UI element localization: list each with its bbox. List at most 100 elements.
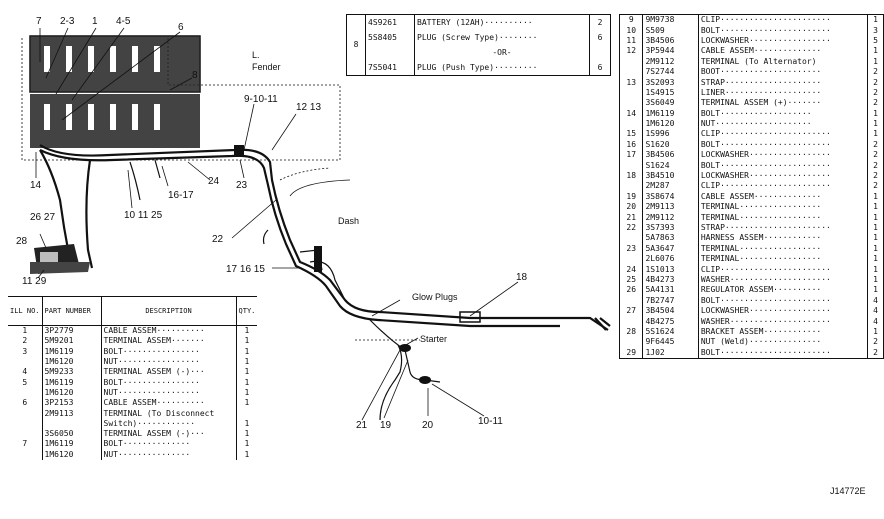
callout-11-29: 11 29 [22,276,47,287]
part-number: 5M9201 [42,336,102,347]
ill-number [8,387,43,399]
ill-number: 21 [619,212,644,223]
callout-8: 8 [192,70,198,81]
ill-number: 15 [619,129,644,140]
part-description: LOCKWASHER················· [700,171,831,181]
ill-number: 9 [619,14,644,26]
ill-number: 12 [619,46,644,57]
part-number: 2M9112 [642,212,699,223]
part-description: PLUG (Push Type)········· [417,62,538,72]
part-qty: 4 [867,305,884,317]
part-description: PLUG (Screw Type)········ [417,32,538,42]
part-number: 2M9113 [42,408,102,419]
part-qty: 1 [867,222,884,234]
part-description: TERMINAL················· [700,212,822,222]
part-description: STRAP······················ [700,223,831,232]
callout-16-17: 16-17 [168,190,194,201]
table-header-row: ILL NO. PART NUMBER DESCRIPTION QTY. [8,296,258,326]
part-number: 3B4510 [642,170,699,182]
ill-number: 22 [619,222,644,234]
callout-7: 7 [36,16,42,27]
table-row: 2L6076 TERMINAL·················1 [619,253,884,265]
part-description: LOCKWASHER················· [700,306,831,316]
part-number: 3S6050 [42,428,102,440]
fender-outline [21,38,341,161]
part-number: 5A7863 [642,233,699,244]
ill-number [8,356,43,368]
table-row: 2M9113 TERMINAL (To Disconnect [8,408,258,419]
part-description: CABLE ASSEM·············· [700,191,822,201]
part-qty: 1 [867,264,884,275]
part-number: 1M6120 [42,387,102,399]
callout-1: 1 [92,16,98,27]
part-description: TERMINAL ASSEM (-)··· [103,429,205,439]
part-description: TERMINAL················· [700,243,822,253]
part-number: 3P5944 [642,46,699,57]
part-number: 1M6119 [42,377,102,388]
part-description: -OR- [492,47,512,57]
part-qty: 1 [235,428,258,440]
part-description: BOOT····················· [700,67,822,77]
part-description: BOLT················ [103,377,200,387]
part-qty: 2 [867,337,884,348]
ill-number [619,66,644,78]
part-number: 1M6120 [42,356,102,368]
part-description: NUT················· [103,387,200,397]
part-description: NUT················· [103,357,200,367]
ill-number [619,56,644,67]
callout-28: 28 [16,236,28,247]
part-qty: 1 [235,336,258,347]
battery-lower [30,94,200,148]
part-number: 9M9738 [642,14,699,26]
part-description: LOCKWASHER················· [700,35,831,45]
part-number: 4S9261 [365,14,415,30]
ill-number: 29 [619,347,644,359]
table-row: 8 4S9261 BATTERY (12AH)·········· 2 [346,14,611,76]
part-qty: 1 [867,118,884,130]
part-qty: 1 [867,326,884,338]
callout-12-13: 12 13 [296,102,321,113]
callout-14: 14 [30,180,42,191]
part-description: BOLT················ [103,346,200,356]
part-description: BATTERY (12AH)·········· [417,17,533,27]
part-number: 3S2093 [642,77,699,88]
part-description: TERMINAL (To Disconnect [103,408,215,418]
part-qty: 1 [867,212,884,223]
part-description: LINER···················· [700,87,822,97]
table-row: 1M6120 NUT····················1 [619,118,884,130]
part-qty: 2 [867,170,884,182]
part-description: NUT··············· [103,449,191,459]
note-glow-plugs: Glow Plugs [412,292,458,302]
ill-number: 18 [619,170,644,182]
ill-number: 24 [619,264,644,275]
part-number [365,45,415,60]
table-row: 9F6445 NUT (Weld)···············2 [619,337,884,348]
part-number: 7B2747 [642,295,699,306]
table-row: Switch)············1 [8,418,258,429]
part-description: BOLT······················· [700,347,831,357]
table-row: -OR- [347,45,611,60]
part-number: 7S2744 [642,66,699,78]
table-row: 1S4915 LINER····················2 [619,87,884,99]
regulator-cables [39,149,161,269]
ill-number: 4 [8,367,43,378]
part-number: 7S5041 [365,60,415,76]
table-row: 7S2744 BOOT·····················2 [619,66,884,78]
part-number: 5S1624 [642,326,699,338]
